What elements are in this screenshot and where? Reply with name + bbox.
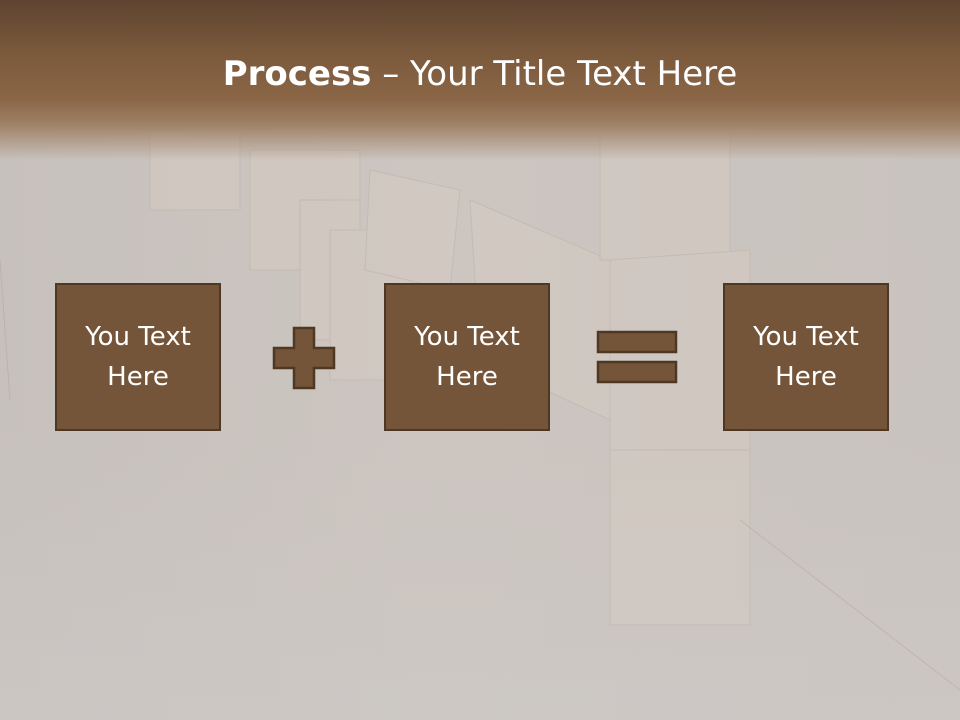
process-box-text: You Text	[85, 322, 191, 352]
title-bar	[0, 0, 960, 160]
plus-icon	[272, 326, 336, 390]
process-box-text: You Text	[414, 322, 520, 352]
process-box-text: Here	[775, 362, 837, 392]
process-box-2[interactable]: You Text Here	[384, 283, 550, 431]
process-box-1[interactable]: You Text Here	[55, 283, 221, 431]
slide-title-rest: – Your Title Text Here	[371, 54, 738, 94]
process-box-text: You Text	[753, 322, 859, 352]
slide-title[interactable]: Process – Your Title Text Here	[0, 52, 960, 96]
slide-title-bold: Process	[222, 54, 372, 94]
process-box-text: Here	[436, 362, 498, 392]
process-box-3[interactable]: You Text Here	[723, 283, 889, 431]
process-box-text: Here	[107, 362, 169, 392]
equals-icon	[596, 330, 678, 384]
